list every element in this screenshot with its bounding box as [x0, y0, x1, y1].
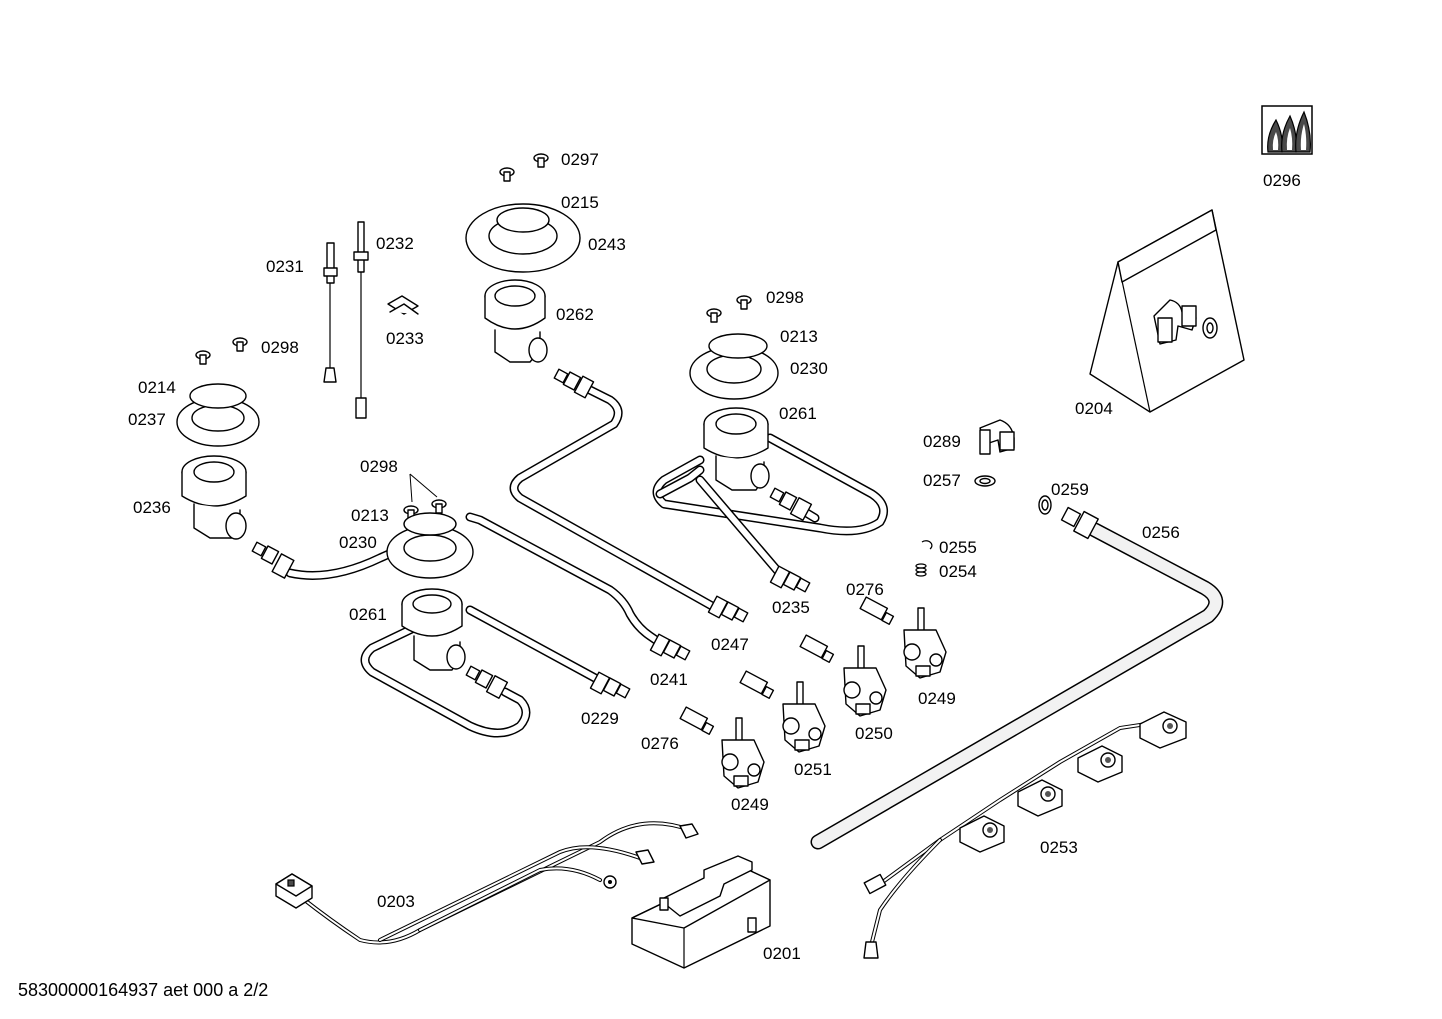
- fitting-0241-end: [649, 633, 691, 661]
- connector-plug: [275, 873, 313, 909]
- label-0298-center: 0298: [360, 457, 398, 476]
- label-0276-left: 0276: [641, 734, 679, 753]
- label-0201: 0201: [763, 944, 801, 963]
- spade-terminal-b: [635, 849, 655, 865]
- label-0253: 0253: [1040, 838, 1078, 857]
- label-0230-right: 0230: [790, 359, 828, 378]
- label-0236: 0236: [133, 498, 171, 517]
- switch-module-3: [1077, 745, 1123, 783]
- clip-0233: [387, 295, 419, 315]
- gas-tap-0251: [782, 681, 826, 753]
- flame-spreader-0214: [189, 383, 247, 409]
- gas-pipes: [285, 385, 1224, 850]
- burner-top: [465, 153, 581, 363]
- spade-terminal-a: [679, 823, 699, 839]
- harness-terminal: [863, 941, 879, 959]
- label-0296: 0296: [1263, 171, 1301, 190]
- label-0237: 0237: [128, 410, 166, 429]
- label-0254: 0254: [939, 562, 977, 581]
- label-0298-left: 0298: [261, 338, 299, 357]
- screw-0298-left-b: [232, 337, 248, 352]
- burner-center-left: [386, 499, 474, 671]
- switch-module-4: [1139, 711, 1187, 749]
- gas-tap-0249-right: [903, 607, 947, 679]
- part-labels: 0297 0215 0243 0262 0231 0232 0233 0298 …: [128, 150, 1301, 963]
- switch-module-1: [959, 815, 1005, 853]
- label-0229: 0229: [581, 709, 619, 728]
- screw-0298-right-b: [736, 295, 752, 310]
- label-0241: 0241: [650, 670, 688, 689]
- harness-plug: [863, 873, 887, 895]
- fitting-0247-end: [707, 595, 749, 623]
- label-0203: 0203: [377, 892, 415, 911]
- label-0215: 0215: [561, 193, 599, 212]
- label-0276-right: 0276: [846, 580, 884, 599]
- label-0261-center: 0261: [349, 605, 387, 624]
- fitting-0229-start: [465, 665, 509, 699]
- label-0255: 0255: [939, 538, 977, 557]
- fitting-left-burner: [251, 541, 295, 579]
- label-0214: 0214: [138, 378, 176, 397]
- label-0204: 0204: [1075, 399, 1113, 418]
- gas-tap-0249-left: [721, 717, 765, 789]
- pipe-fittings: [251, 368, 1099, 699]
- ignition-electrode-0232: [353, 221, 369, 419]
- label-0251: 0251: [794, 760, 832, 779]
- label-0262: 0262: [556, 305, 594, 324]
- screw-0298-center-b: [431, 499, 447, 514]
- injector-0276-c: [739, 670, 775, 699]
- label-0233: 0233: [386, 329, 424, 348]
- label-0231: 0231: [266, 257, 304, 276]
- label-0213-center: 0213: [351, 506, 389, 525]
- flame-spreader-0213b: [708, 333, 768, 359]
- injector-0276-b: [799, 634, 835, 663]
- flame-spreader-0215: [496, 207, 550, 233]
- label-0257: 0257: [923, 471, 961, 490]
- wiring-harness-0203: [275, 821, 699, 945]
- label-0235: 0235: [772, 598, 810, 617]
- label-0230-center: 0230: [339, 533, 377, 552]
- screw-0298-right-a: [706, 308, 722, 323]
- fitting-0235-end: [769, 565, 811, 593]
- label-0259: 0259: [1051, 480, 1089, 499]
- injector-0276-a: [859, 596, 895, 625]
- label-0250: 0250: [855, 724, 893, 743]
- label-0243: 0243: [588, 235, 626, 254]
- ignition-switch-harness-0253: [863, 711, 1187, 959]
- label-0249-right: 0249: [918, 689, 956, 708]
- label-0261-right: 0261: [779, 404, 817, 423]
- label-0289: 0289: [923, 432, 961, 451]
- parts-bag-0204: [1089, 209, 1245, 413]
- label-0256: 0256: [1142, 523, 1180, 542]
- screw-0297-b: [533, 153, 549, 168]
- burner-left: [176, 337, 260, 540]
- gas-flame-icon-0296: [1261, 105, 1313, 155]
- ring-terminal: [603, 875, 617, 889]
- screw-0297-a: [499, 167, 515, 182]
- label-0298-right: 0298: [766, 288, 804, 307]
- label-0232: 0232: [376, 234, 414, 253]
- burner-center-right: [689, 295, 779, 491]
- spring-clip-0255: [921, 540, 933, 550]
- label-0249-left: 0249: [731, 795, 769, 814]
- switch-module-2: [1017, 779, 1063, 817]
- fitting-0235-start: [769, 487, 813, 521]
- screw-0298-left-a: [195, 350, 211, 365]
- spring-0254: [915, 563, 927, 577]
- ignition-module-0201: [631, 855, 771, 969]
- label-0213-right: 0213: [780, 327, 818, 346]
- leader-lines: [409, 473, 438, 503]
- fitting-0256-start: [1060, 506, 1099, 540]
- document-reference: 58300000164937 aet 000 a 2/2: [18, 980, 269, 1000]
- fitting-0229-end: [589, 671, 631, 699]
- flame-spreader-0213: [403, 512, 457, 536]
- label-0247: 0247: [711, 635, 749, 654]
- gas-tap-0250: [843, 645, 887, 717]
- elbow-connector-0289: [979, 419, 1015, 455]
- injector-0276-d: [679, 706, 715, 735]
- label-0297: 0297: [561, 150, 599, 169]
- fitting-top-burner: [553, 368, 595, 399]
- thermocouple-0231: [323, 242, 338, 383]
